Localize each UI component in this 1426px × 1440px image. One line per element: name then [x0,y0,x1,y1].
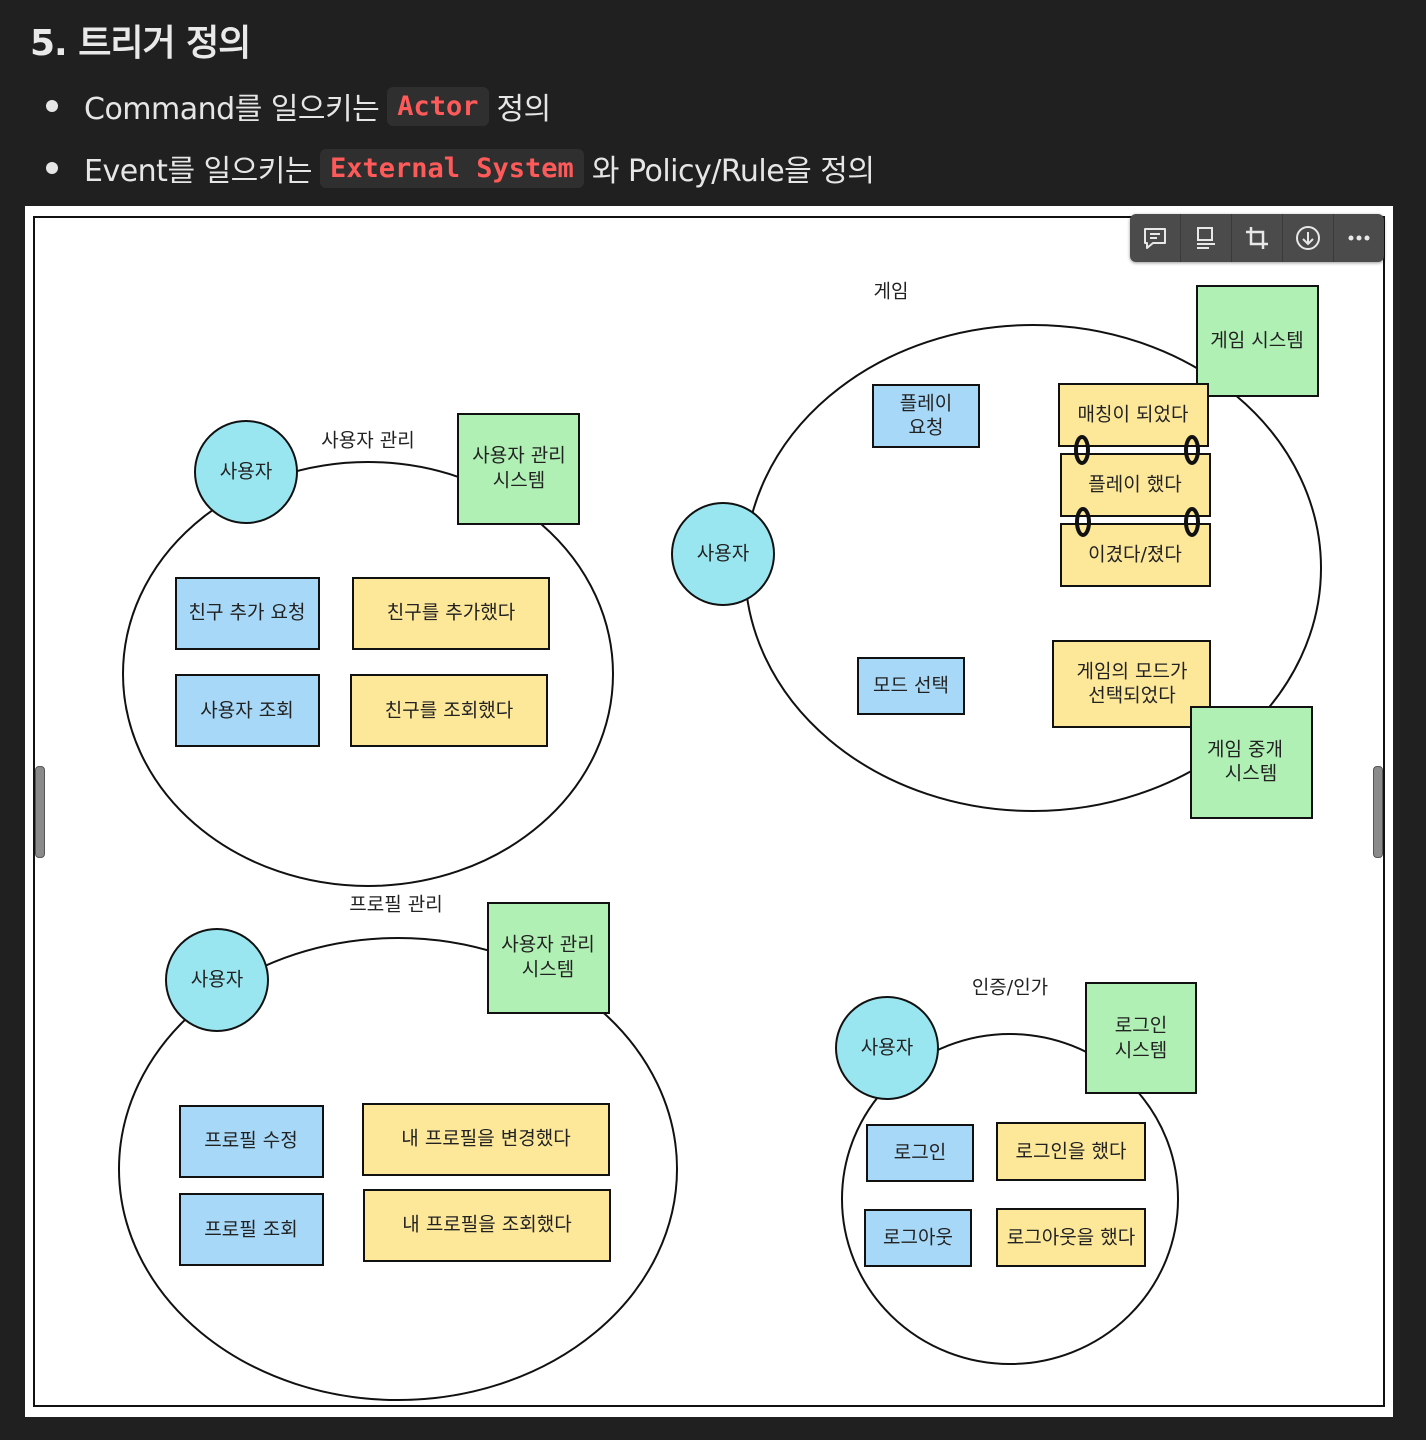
command-box [175,577,320,650]
external-system-box [1085,982,1197,1094]
command-box [864,1209,972,1267]
bullet-text: 와 Policy/Rule을 정의 [591,154,875,189]
crop-icon [1246,227,1268,249]
event-label: 로그아웃을 했다 [1007,1227,1135,1249]
context-title: 사용자 관리 [321,430,414,452]
command-label: 플레이 [900,393,952,415]
more-icon [1348,235,1370,241]
actor-circle [835,996,939,1100]
actor-label: 사용자 [861,1037,913,1059]
event-label: 친구를 조회했다 [385,700,513,722]
command-box [179,1193,324,1266]
event-label: 로그인을 했다 [1016,1141,1127,1163]
event-box [362,1103,610,1176]
link-ring-icon [1184,507,1200,537]
event-box [996,1122,1146,1181]
bullet-dot-icon [46,162,58,174]
caption-button[interactable] [1181,214,1232,262]
external-system-box [1190,706,1313,819]
command-label: 로그아웃 [883,1227,953,1249]
system-label: 사용자 관리 [472,445,565,467]
event-box [350,674,548,747]
bullet-dot-icon [46,100,58,112]
diagram-frame [33,216,1385,1407]
command-label: 사용자 조회 [200,700,293,722]
command-label: 프로필 조회 [204,1219,297,1241]
event-label: 이겼다/졌다 [1088,544,1182,566]
command-box [866,1124,974,1182]
actor-label: 사용자 [191,969,243,991]
context-boundary-profile-mgmt [118,937,678,1401]
comment-icon [1144,228,1166,249]
command-box [872,384,980,448]
image-toolbar [1130,214,1384,262]
actor-circle [194,420,298,524]
command-label: 요청 [909,417,944,439]
bullet-text: 정의 [496,92,552,127]
event-box [996,1208,1146,1267]
bullet-external-system: Event를 일으키는 External System 와 Policy/Rul… [46,144,875,192]
command-label: 친구 추가 요청 [189,602,306,624]
caption-icon [1197,227,1215,249]
context-title: 인증/인가 [972,977,1048,999]
system-label: 시스템 [1115,1040,1167,1062]
context-title: 프로필 관리 [349,894,442,916]
inline-code-actor: Actor [387,86,489,126]
command-label: 모드 선택 [873,675,949,697]
bullet-text: Event를 일으키는 [84,154,312,189]
comment-button[interactable] [1130,214,1181,262]
context-title: 게임 [874,281,909,303]
link-ring-icon [1075,507,1091,537]
system-label: 시스템 [493,470,545,492]
system-label: 게임 중개 [1207,739,1283,761]
external-system-box [487,902,610,1014]
command-box [857,657,965,715]
context-boundary-auth [841,1033,1179,1365]
event-label: 게임의 모드가 [1077,661,1188,683]
actor-circle [165,928,269,1032]
system-label: 게임 시스템 [1210,330,1303,352]
system-label: 시스템 [1225,763,1277,785]
event-box [1060,453,1211,517]
context-boundary-user-mgmt [122,461,614,887]
system-label: 사용자 관리 [501,934,594,956]
command-box [179,1105,324,1178]
event-label: 플레이 했다 [1088,474,1181,496]
event-label: 내 프로필을 변경했다 [401,1128,570,1150]
bullet-actor: Command를 일으키는 Actor 정의 [46,82,551,130]
inline-code-external-system: External System [319,148,584,188]
resize-handle-right[interactable] [1373,766,1383,858]
download-icon [1296,226,1320,250]
link-ring-icon [1184,435,1200,465]
event-box [363,1189,611,1262]
resize-handle-left[interactable] [35,766,45,858]
event-label: 선택되었다 [1088,685,1175,707]
bullet-text: Command를 일으키는 [84,92,380,127]
event-storming-diagram: 사용자 관리 사용자 사용자 관리 시스템 친구 추가 요청 사용자 조회 친구… [118,281,1322,1401]
event-label: 친구를 추가했다 [387,602,515,624]
diagram-image[interactable]: 사용자 관리 사용자 사용자 관리 시스템 친구 추가 요청 사용자 조회 친구… [25,206,1393,1417]
download-button[interactable] [1283,214,1334,262]
actor-label: 사용자 [220,461,272,483]
event-box [352,577,550,650]
external-system-box [1196,285,1319,397]
command-label: 로그인 [894,1142,946,1164]
system-label: 로그인 [1115,1015,1167,1037]
more-button[interactable] [1334,214,1384,262]
event-label: 매칭이 되었다 [1078,404,1189,426]
link-ring-icon [1074,435,1090,465]
section-heading: 5. 트리거 정의 [30,23,251,64]
crop-button[interactable] [1232,214,1283,262]
event-box [1052,640,1211,728]
external-system-box [457,413,580,525]
command-box [175,674,320,747]
event-label: 내 프로필을 조회했다 [402,1214,571,1236]
system-label: 시스템 [522,959,574,981]
actor-label: 사용자 [697,543,749,565]
command-label: 프로필 수정 [204,1130,297,1152]
actor-circle [671,502,775,606]
